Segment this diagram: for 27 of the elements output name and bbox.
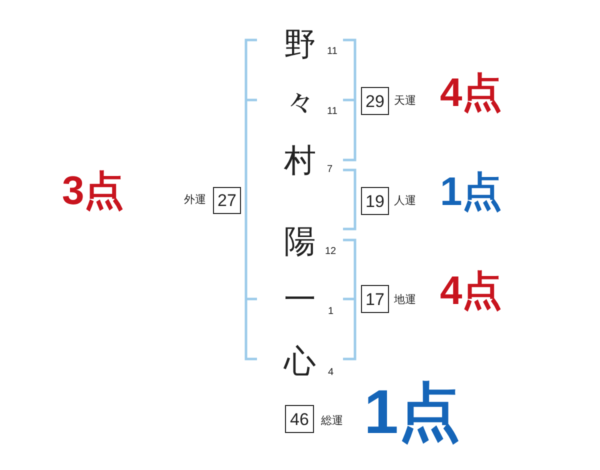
score-text: 4点 (440, 70, 502, 116)
stroke-count: 4 (328, 367, 334, 379)
fortune-label: 総運 (321, 414, 343, 428)
name-character: 心 (282, 343, 317, 379)
stroke-count: 1 (328, 306, 334, 318)
fortune-number-box: 19 (361, 187, 389, 215)
fortune-label: 人運 (394, 194, 416, 208)
name-character: 村 (283, 142, 317, 178)
fortune-number-box: 27 (213, 187, 241, 214)
fortune-label: 地運 (394, 293, 416, 307)
fortune-number-box: 46 (285, 405, 314, 433)
name-character: 々 (283, 84, 317, 120)
fortune-number-box: 17 (361, 285, 389, 313)
name-character: 野 (283, 26, 317, 62)
stroke-count: 12 (325, 246, 336, 258)
name-character: 陽 (283, 223, 317, 259)
stroke-count: 11 (327, 106, 338, 118)
fortune-label: 外運 (184, 193, 206, 207)
score-text: 4点 (440, 268, 502, 314)
stroke-count: 11 (327, 46, 338, 58)
score-text: 1点 (440, 169, 502, 215)
score-text: 3点 (62, 168, 124, 214)
name-character: 一 (283, 281, 317, 317)
stroke-count: 7 (327, 164, 333, 176)
fortune-label: 天運 (394, 94, 416, 108)
score-text: 1点 (364, 378, 460, 448)
fortune-number-box: 29 (361, 87, 389, 115)
